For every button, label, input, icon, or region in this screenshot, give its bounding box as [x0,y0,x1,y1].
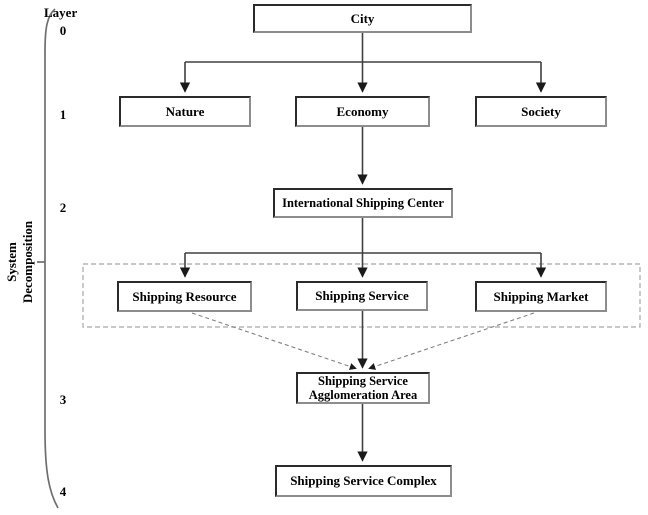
node-shipping-market: Shipping Market [475,281,607,312]
node-society: Society [475,96,607,127]
layer-brace [37,8,59,509]
dashed-connectors [191,312,535,370]
node-nature: Nature [119,96,251,127]
node-shipping-service: Shipping Service [296,281,428,311]
layer-tick-2: 2 [59,200,67,215]
system-decomposition-label: System Decomposition [4,220,35,304]
brace-curve [44,8,59,509]
layer-tick-4: 4 [59,484,67,499]
layer-tick-3: 3 [59,392,67,407]
node-shipping-service-agglomeration-area: Shipping Service Agglomeration Area [296,372,430,404]
dashed-group-region [82,263,641,328]
node-shipping-service-complex: Shipping Service Complex [275,465,452,497]
layer-tick-0: 0 [59,23,67,38]
edge-market-to-agglomeration [368,312,535,370]
layer-tick-1: 1 [59,107,67,122]
node-economy: Economy [295,96,430,127]
layer-axis-heading: Layer [44,5,78,20]
node-shipping-resource: Shipping Resource [117,281,252,312]
solid-connectors [179,33,547,462]
edge-resource-to-agglomeration [191,312,357,370]
node-city: City [253,4,472,33]
node-international-shipping-center: International Shipping Center [273,188,453,218]
